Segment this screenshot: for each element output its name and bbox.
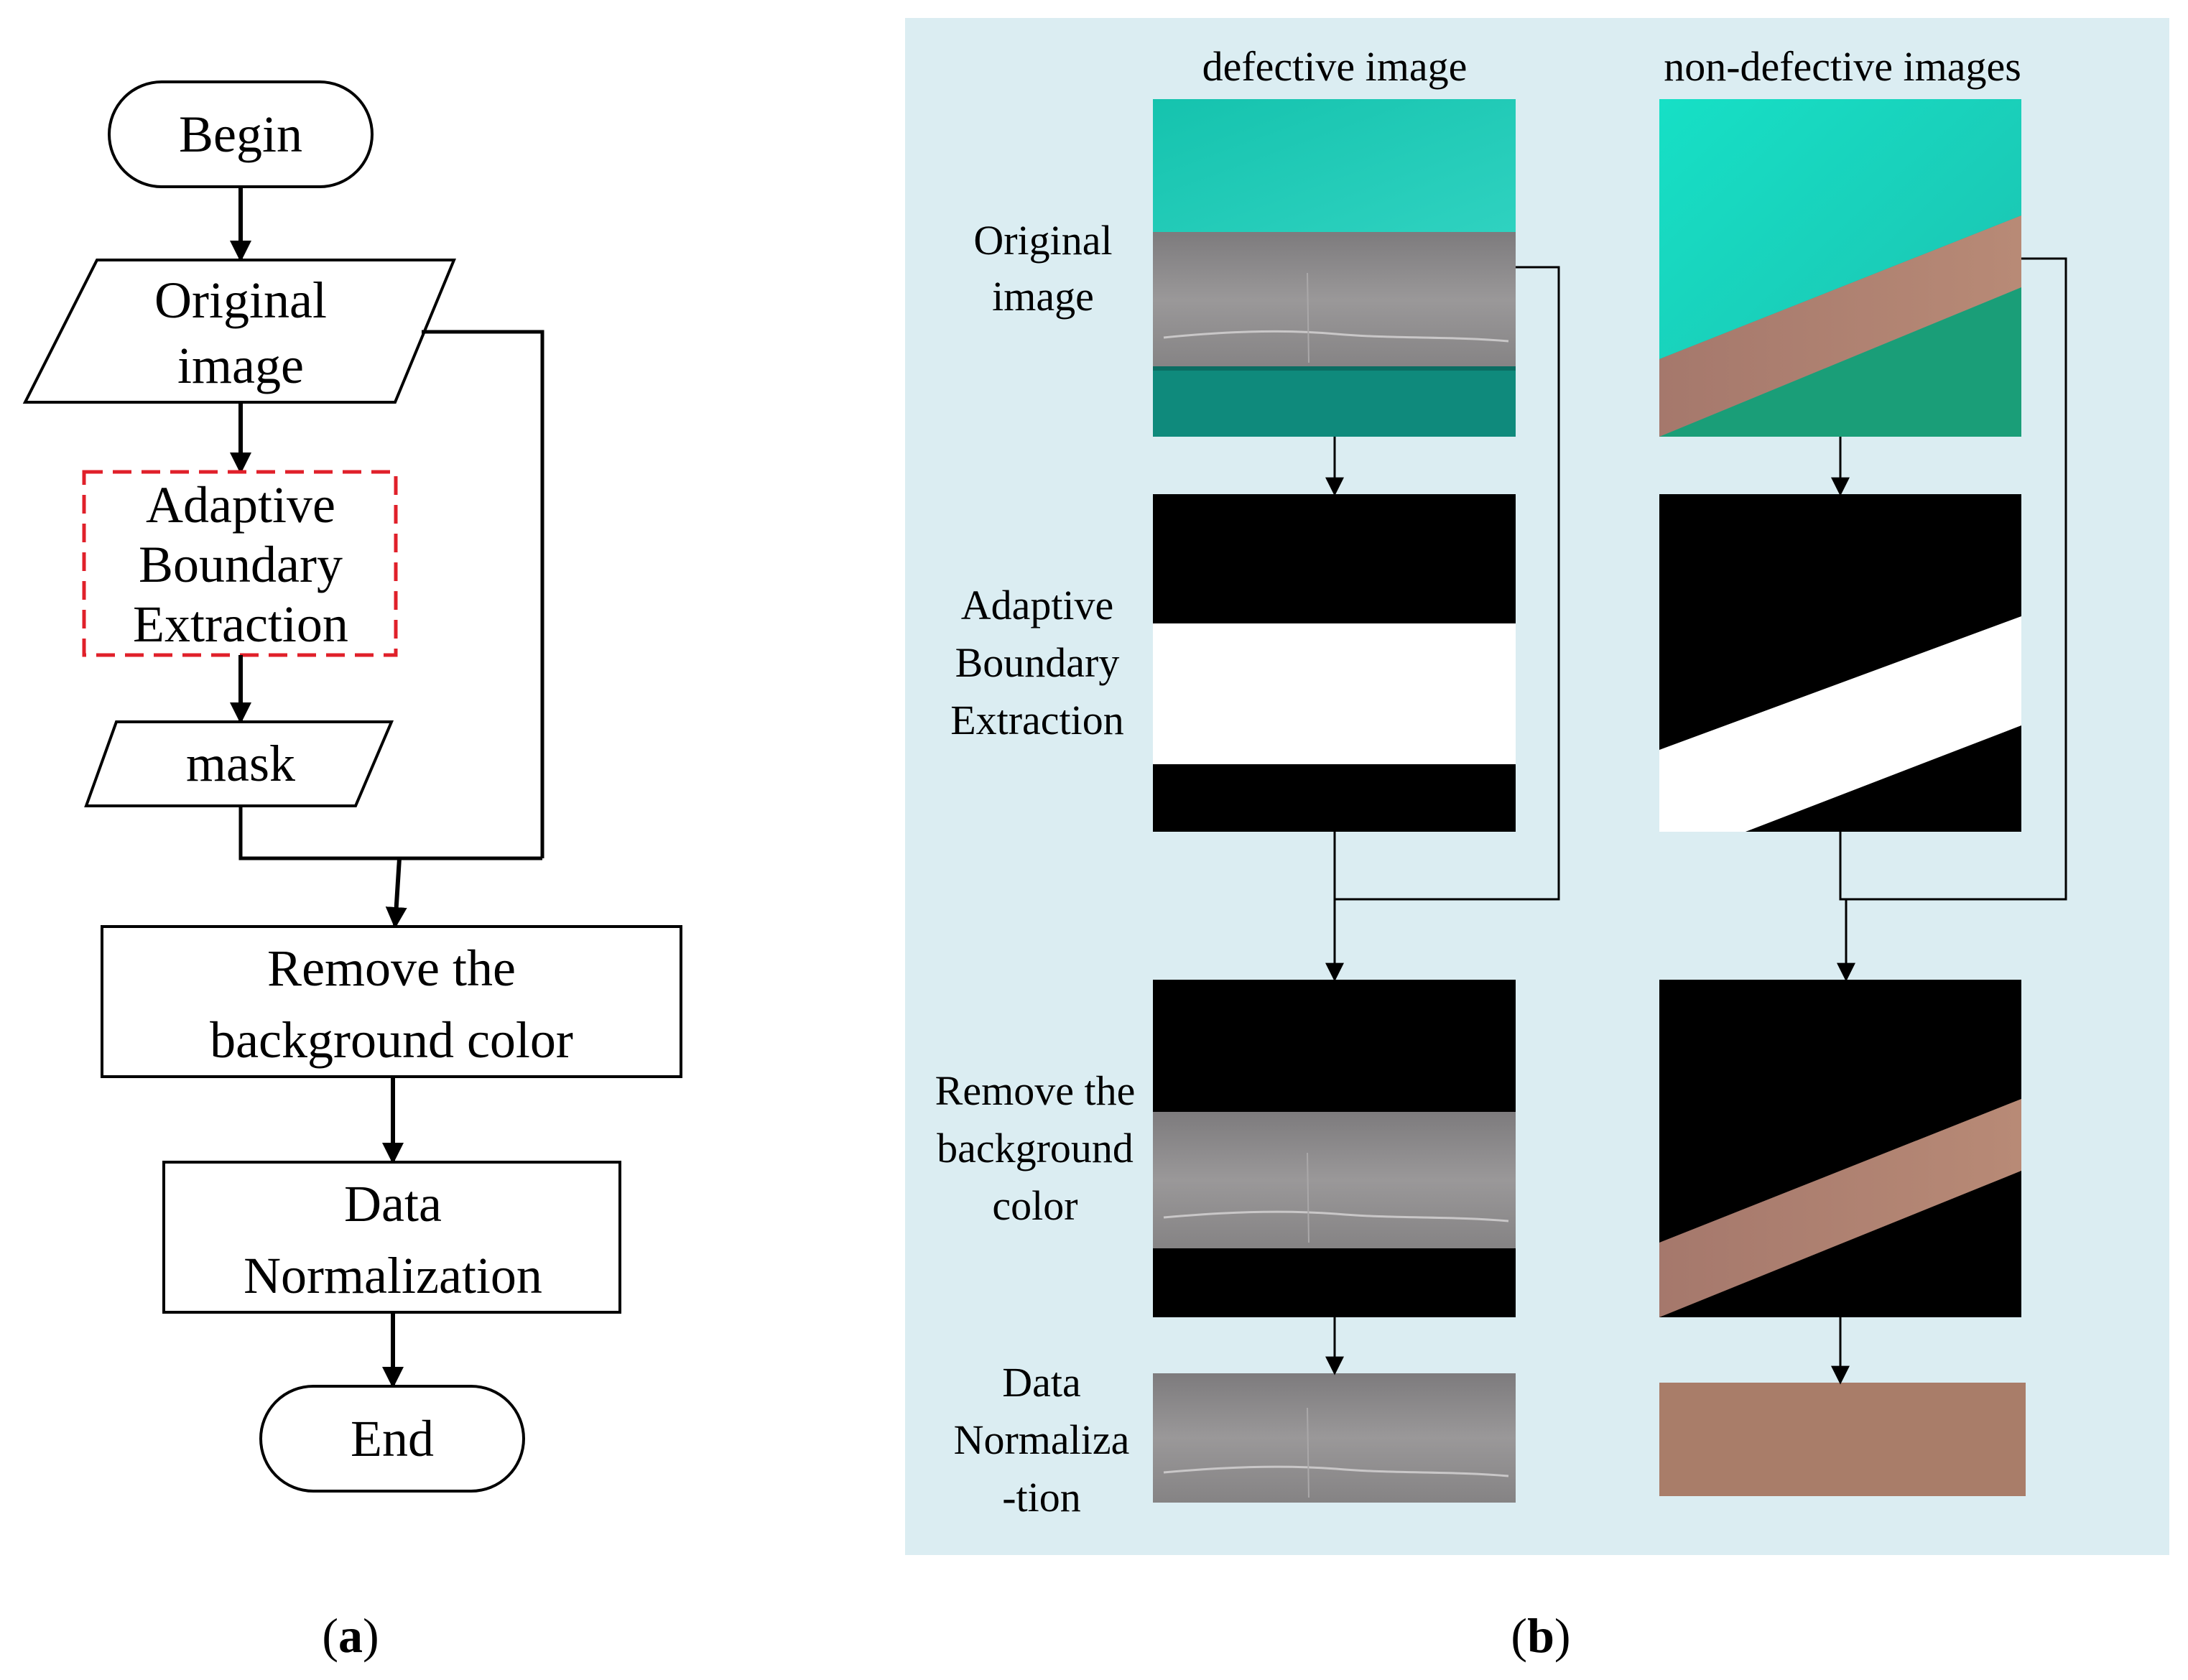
defective-mask-image bbox=[1153, 494, 1516, 832]
row-label-adaptive-3: Extraction bbox=[950, 697, 1124, 743]
original-bypass-connector bbox=[422, 330, 544, 858]
non-defective-original-image bbox=[1659, 99, 2021, 437]
column-header-defective: defective image bbox=[1202, 43, 1468, 90]
data-normalization-label-2: Normalization bbox=[244, 1247, 542, 1304]
non-defective-mask-image bbox=[1659, 494, 2021, 832]
adaptive-label-2: Boundary bbox=[139, 536, 343, 593]
defective-removed-image bbox=[1153, 980, 1516, 1317]
non-defective-original-bypass bbox=[1846, 257, 2067, 901]
remove-background-label-2: background color bbox=[210, 1011, 573, 1069]
defective-normalized-image bbox=[1153, 1373, 1516, 1503]
caption-a: (a) bbox=[322, 1608, 379, 1663]
arrow-merge-to-remove bbox=[385, 858, 407, 929]
row-label-normalization-3: -tion bbox=[1002, 1474, 1081, 1521]
row-label-adaptive-1: Adaptive bbox=[961, 582, 1114, 628]
mask-connector bbox=[238, 806, 542, 860]
image-grid-panel: defective image non-defective images Ori… bbox=[905, 18, 2169, 1663]
adaptive-boundary-box bbox=[82, 470, 398, 657]
non-defective-mask-down bbox=[1837, 832, 1855, 982]
data-normalization-label-1: Data bbox=[344, 1175, 442, 1233]
defective-original-bypass bbox=[1335, 266, 1560, 901]
mask-input bbox=[84, 720, 394, 807]
column-header-non-defective: non-defective images bbox=[1664, 43, 2021, 90]
row-label-normalization-2: Normaliza bbox=[954, 1416, 1130, 1463]
caption-b: (b) bbox=[1511, 1608, 1570, 1663]
original-image-input bbox=[22, 259, 456, 404]
row-label-normalization-1: Data bbox=[1002, 1359, 1081, 1406]
row-label-adaptive-2: Boundary bbox=[955, 639, 1120, 686]
non-defective-normalized-image bbox=[1659, 1383, 2026, 1496]
row-label-original-2: image bbox=[992, 273, 1094, 320]
row-label-remove-1: Remove the bbox=[935, 1067, 1136, 1114]
end-terminator bbox=[259, 1385, 525, 1493]
adaptive-label-1: Adaptive bbox=[146, 476, 335, 534]
mask-label: mask bbox=[186, 735, 295, 792]
data-normalization-box bbox=[162, 1161, 621, 1314]
row-label-remove-3: color bbox=[992, 1182, 1077, 1229]
remove-background-label-1: Remove the bbox=[267, 939, 516, 997]
row-label-original-1: Original bbox=[973, 217, 1112, 264]
original-image-label-1: Original bbox=[154, 272, 327, 329]
original-image-label-2: image bbox=[177, 337, 304, 394]
end-label: End bbox=[351, 1410, 434, 1467]
non-defective-removed-image bbox=[1659, 980, 2021, 1317]
adaptive-label-3: Extraction bbox=[133, 595, 348, 653]
defective-original-image bbox=[1153, 99, 1516, 437]
flowchart-panel: Begin Original image Adaptive Boundary E… bbox=[22, 80, 682, 1663]
begin-label: Begin bbox=[179, 106, 302, 163]
remove-background-box bbox=[101, 925, 682, 1078]
row-label-remove-2: background bbox=[937, 1125, 1134, 1171]
